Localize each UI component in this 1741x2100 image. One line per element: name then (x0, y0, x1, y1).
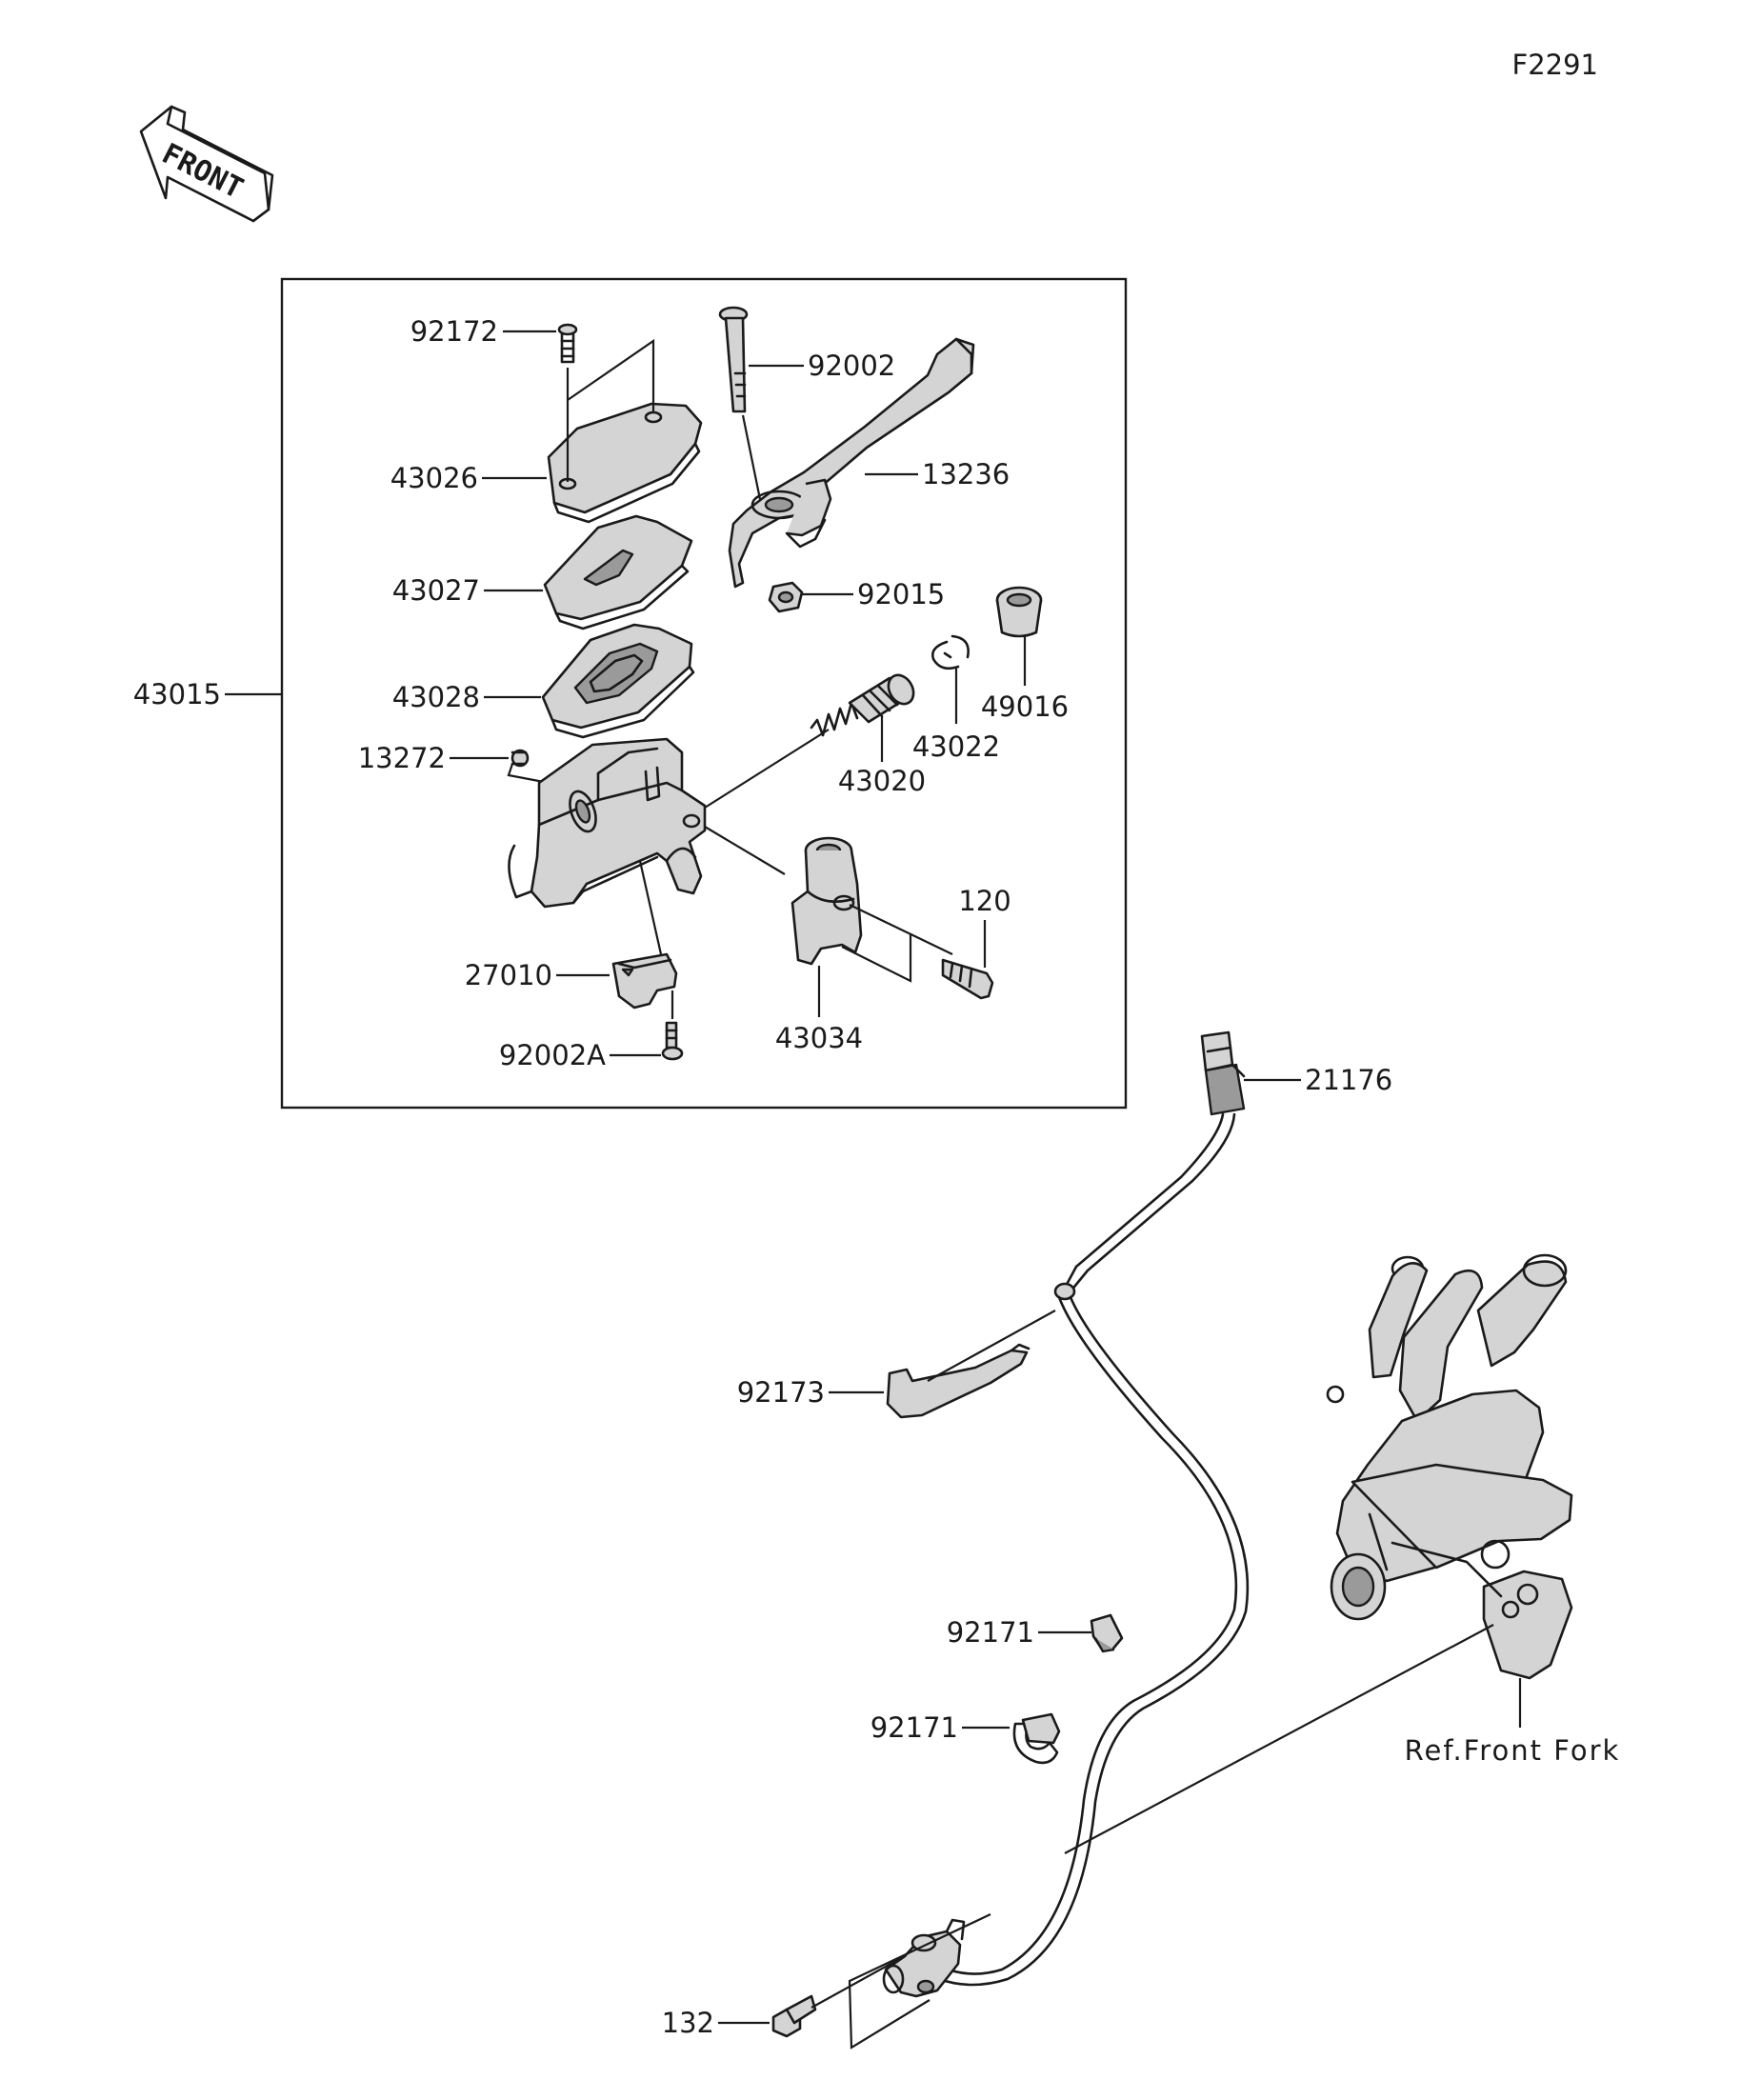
callout-92015: 92015 (857, 578, 945, 610)
callout-13236: 13236 (922, 458, 1010, 490)
front-direction-arrow: FRONT (139, 105, 274, 223)
callout-43022: 43022 (912, 730, 1000, 763)
piston-kit-43020 (810, 673, 915, 737)
screw-92172 (557, 323, 578, 364)
callout-43027: 43027 (392, 574, 480, 607)
switch-27010 (611, 952, 678, 1010)
master-cylinder-body (508, 737, 707, 909)
front-fork-reference (1326, 1253, 1573, 1680)
screw-92002A (661, 1021, 684, 1061)
bracket-92173 (886, 1343, 1031, 1419)
clamp-43034 (790, 836, 863, 966)
bolt-132 (771, 1994, 817, 2038)
diaphragm-43028 (541, 623, 695, 739)
callout-92171-upper: 92171 (947, 1616, 1034, 1649)
brake-lever-13236 (728, 337, 975, 589)
callout-27010: 27010 (465, 959, 552, 991)
sensor-21176 (1200, 1030, 1246, 1116)
reference-label-front-fork: Ref.Front Fork (1405, 1734, 1621, 1767)
callout-132: 132 (662, 2007, 714, 2039)
callout-120: 120 (958, 885, 1011, 917)
callout-43028: 43028 (392, 681, 480, 713)
pivot-bolt-92002 (718, 306, 749, 413)
circlip-43022 (931, 634, 970, 670)
clip-92171-upper (1090, 1613, 1124, 1653)
callout-92171-lower: 92171 (870, 1711, 958, 1744)
wheel-speed-sensor (882, 1918, 966, 1998)
callout-92002A: 92002A (499, 1039, 606, 1071)
figure-code: F2291 (1512, 49, 1598, 81)
bleeder-13272 (510, 749, 530, 768)
callout-21176: 21176 (1305, 1064, 1392, 1096)
bolt-120 (941, 958, 994, 1000)
callout-43026: 43026 (390, 462, 478, 494)
abs-sensor-cable (937, 1112, 1250, 1987)
callout-43034: 43034 (775, 1022, 863, 1054)
callout-49016: 49016 (981, 690, 1069, 723)
reservoir-cap-43026 (547, 402, 703, 524)
callout-43020: 43020 (838, 765, 926, 797)
callout-92172: 92172 (410, 315, 498, 348)
nut-92015 (768, 581, 804, 613)
clip-92171-lower (1012, 1712, 1061, 1765)
assembly-label-43015: 43015 (133, 678, 221, 710)
callout-13272: 13272 (358, 742, 446, 774)
boot-49016 (995, 586, 1043, 638)
diaphragm-plate-43027 (543, 514, 693, 630)
callout-92173: 92173 (737, 1376, 825, 1409)
callout-92002: 92002 (808, 350, 895, 382)
